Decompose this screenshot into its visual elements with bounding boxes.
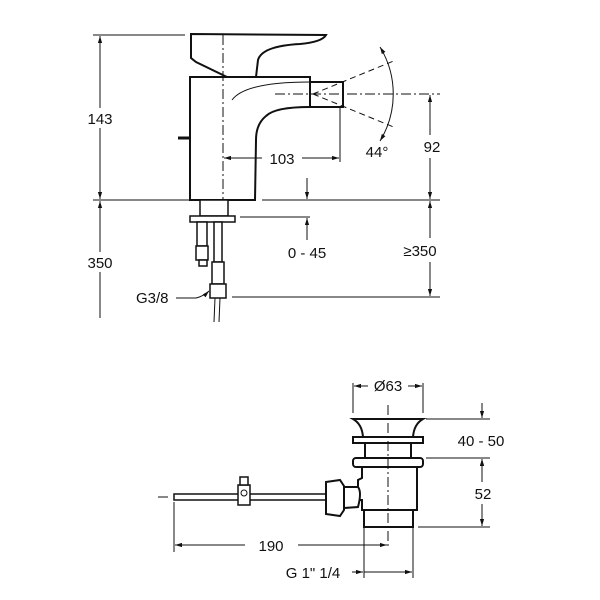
- dim-deck: 0 - 45: [288, 245, 326, 262]
- dim-body-height: 52: [475, 486, 492, 503]
- waste-body: [357, 466, 418, 511]
- dim-height: 143: [87, 111, 112, 128]
- rod-clamp: [237, 484, 251, 506]
- connection-nut: [209, 283, 227, 299]
- label-connection: G3/8: [136, 290, 169, 307]
- angle-arc: [379, 46, 394, 142]
- dim-nozzle-height: 92: [424, 139, 441, 156]
- dim-diameter: Ø63: [374, 378, 402, 395]
- pop-up-waste-drawing: Ø63 40 - 50 52 190 G 1": [158, 378, 504, 582]
- rod-nut: [325, 478, 345, 518]
- dim-plug-lift: 40 - 50: [458, 433, 505, 450]
- dim-supply: 350: [87, 255, 112, 272]
- dim-angle: 44°: [366, 144, 389, 161]
- dim-rod-length: 190: [258, 538, 283, 555]
- bidet-mixer-drawing: 143 350 103 44° 92 ≥350 0 - 45 G3/8: [87, 32, 441, 323]
- dim-reach: 103: [269, 151, 294, 168]
- dim-thread: G 1" 1/4: [286, 565, 341, 582]
- lever-handle: [190, 32, 328, 78]
- dim-clearance: ≥350: [403, 243, 436, 260]
